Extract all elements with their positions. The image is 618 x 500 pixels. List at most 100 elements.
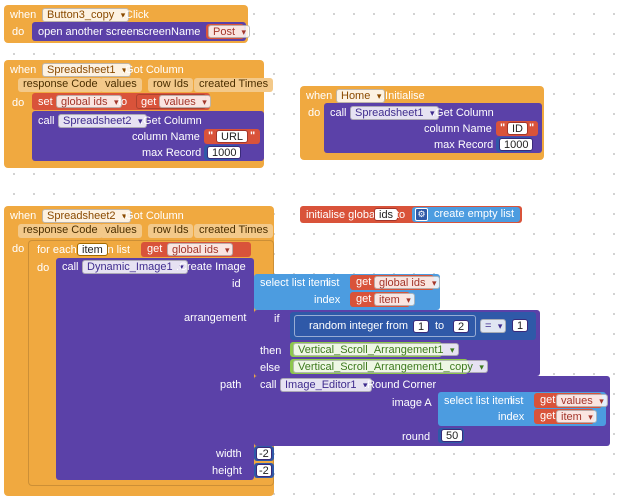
- do-label: do: [12, 97, 25, 109]
- quote-open: ": [208, 130, 214, 142]
- max-record-number[interactable]: 1000: [204, 145, 242, 160]
- component-dropdown[interactable]: Dynamic_Image1: [82, 260, 188, 274]
- set-variable-block[interactable]: set global ids to get values: [32, 93, 211, 110]
- max-record-value[interactable]: 1000: [207, 146, 242, 159]
- get-var-dropdown[interactable]: global ids: [167, 243, 234, 257]
- item-var-field[interactable]: item: [77, 243, 108, 256]
- event-button3-click[interactable]: when Button3_copy .Click do open another…: [4, 5, 251, 43]
- param-response-code[interactable]: response Code: [18, 78, 103, 92]
- set-label: set: [38, 96, 53, 108]
- if-then-else-block[interactable]: if then else random integer from 1 to 2 …: [254, 310, 540, 376]
- max-record-number[interactable]: 1000: [496, 137, 534, 152]
- column-name-string[interactable]: " ID ": [496, 121, 538, 136]
- get-label: get: [540, 394, 556, 406]
- event-label: .Initialise: [382, 90, 425, 102]
- get-item-block[interactable]: get item: [534, 409, 597, 424]
- get-item-block[interactable]: get item: [350, 292, 415, 307]
- height-value[interactable]: -2: [256, 464, 272, 477]
- get-var-dropdown[interactable]: global ids: [374, 276, 441, 290]
- compare-block[interactable]: random integer from 1 to 2 = 1: [290, 312, 536, 340]
- get-var-dropdown[interactable]: values: [556, 394, 608, 408]
- path-label: path: [220, 379, 242, 391]
- open-screen-block[interactable]: open another screen screenName Post: [32, 22, 251, 41]
- height-number[interactable]: -2: [254, 463, 274, 478]
- column-name-value[interactable]: ID: [507, 122, 528, 135]
- component-dropdown[interactable]: Spreadsheet1: [350, 106, 439, 120]
- component-dropdown[interactable]: Button3_copy: [42, 8, 130, 22]
- else-component-dropdown[interactable]: Vertical_Scroll_Arrangement1_copy: [293, 360, 488, 374]
- event-spreadsheet1-got-column[interactable]: when Spreadsheet1 .Got Column response C…: [4, 60, 274, 168]
- random-integer-block[interactable]: random integer from 1 to 2: [294, 315, 476, 337]
- get-var-dropdown[interactable]: values: [159, 95, 211, 109]
- width-value[interactable]: -2: [256, 447, 272, 460]
- select-list-item-block[interactable]: select list item list get values index g…: [438, 392, 608, 426]
- round-number[interactable]: 50: [438, 428, 464, 443]
- id-label: id: [232, 278, 241, 290]
- component-dropdown[interactable]: Spreadsheet2: [58, 114, 147, 128]
- param-row-ids[interactable]: row Ids: [148, 224, 194, 238]
- round-value[interactable]: 50: [441, 429, 464, 442]
- param-response-code[interactable]: response Code: [18, 224, 103, 238]
- for-each-label: for each: [37, 244, 77, 256]
- param-values[interactable]: values: [100, 224, 142, 238]
- param-created-times[interactable]: created Times: [194, 224, 274, 238]
- do-label: do: [37, 262, 50, 274]
- column-name-label: column Name: [424, 123, 492, 135]
- screen-dropdown[interactable]: Post: [208, 25, 251, 39]
- random-from-value[interactable]: 1: [413, 320, 430, 333]
- get-item-dropdown[interactable]: item: [556, 410, 597, 424]
- create-empty-list-block[interactable]: ⚙ create empty list: [412, 207, 520, 222]
- component-dropdown[interactable]: Spreadsheet2: [42, 209, 131, 223]
- get-column-call-block[interactable]: call Spreadsheet1 .Get Column column Nam…: [324, 103, 542, 153]
- select-label: select list item: [260, 277, 330, 289]
- param-values[interactable]: values: [100, 78, 142, 92]
- compare-operator-dropdown[interactable]: =: [480, 319, 507, 333]
- create-label: create empty list: [434, 208, 515, 220]
- list-label: list: [510, 395, 524, 407]
- else-component-block[interactable]: Vertical_Scroll_Arrangement1_copy: [290, 359, 488, 374]
- get-values-block[interactable]: get values: [534, 393, 608, 408]
- max-record-label: max Record: [142, 147, 202, 159]
- screen-value-block[interactable]: Post: [206, 24, 251, 39]
- param-created-times[interactable]: created Times: [194, 78, 274, 92]
- column-name-value[interactable]: URL: [216, 130, 249, 143]
- set-var-dropdown[interactable]: global ids: [56, 95, 123, 109]
- column-name-string[interactable]: " URL ": [204, 129, 260, 144]
- do-label: do: [12, 243, 25, 255]
- get-column-call-block[interactable]: call Spreadsheet2 .Get Column column Nam…: [32, 111, 264, 161]
- then-component-block[interactable]: Vertical_Scroll_Arrangement1: [290, 342, 459, 357]
- get-item-dropdown[interactable]: item: [374, 293, 415, 307]
- call-label: call: [260, 379, 277, 391]
- quote-open: ": [500, 122, 506, 134]
- create-image-call-block[interactable]: call Dynamic_Image1 .Create Image id arr…: [56, 258, 254, 480]
- round-corner-call-block[interactable]: call Image_Editor1 .Round Corner image A…: [254, 376, 610, 446]
- random-to-value[interactable]: 2: [453, 320, 470, 333]
- get-block[interactable]: get values: [136, 94, 211, 109]
- get-global-ids-block[interactable]: get global ids: [141, 242, 251, 257]
- width-label: width: [216, 448, 242, 460]
- component-dropdown[interactable]: Image_Editor1: [280, 378, 372, 392]
- then-component-dropdown[interactable]: Vertical_Scroll_Arrangement1: [293, 343, 459, 357]
- component-dropdown[interactable]: Spreadsheet1: [42, 63, 131, 77]
- if-label: if: [274, 313, 280, 325]
- initialise-global-block[interactable]: initialise global ids to ⚙ create empty …: [300, 206, 522, 223]
- global-name-field[interactable]: ids: [374, 208, 399, 221]
- event-home-initialise[interactable]: when Home .Initialise do call Spreadshee…: [300, 86, 544, 160]
- get-global-ids-block[interactable]: get global ids: [350, 275, 441, 290]
- method-label: .Round Corner: [364, 379, 437, 391]
- method-label: .Get Column: [432, 107, 494, 119]
- event-label: .Got Column: [122, 64, 184, 76]
- component-dropdown[interactable]: Home: [336, 89, 386, 103]
- gear-icon[interactable]: ⚙: [415, 208, 428, 221]
- compare-value[interactable]: 1: [512, 319, 529, 332]
- select-list-item-block[interactable]: select list item list get global ids ind…: [254, 274, 441, 310]
- call-label: call: [62, 261, 79, 273]
- width-number[interactable]: -2: [254, 446, 274, 461]
- select-label: select list item: [444, 395, 514, 407]
- max-record-value[interactable]: 1000: [499, 138, 534, 151]
- call-label: call: [330, 107, 347, 119]
- to-label: to: [118, 96, 128, 108]
- when-label: when: [10, 9, 37, 21]
- round-label: round: [402, 431, 431, 443]
- param-row-ids[interactable]: row Ids: [148, 78, 194, 92]
